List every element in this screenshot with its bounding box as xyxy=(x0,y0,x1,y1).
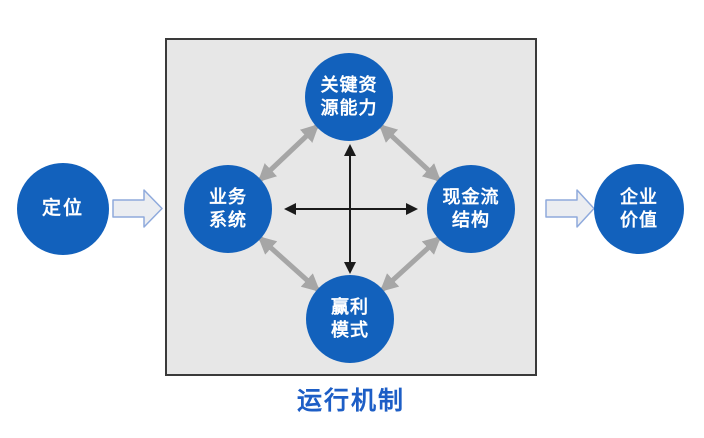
node-profit-model-label-line1: 赢利 xyxy=(331,296,369,317)
node-key-resources: 关键资 源能力 xyxy=(305,53,393,141)
node-positioning: 定位 xyxy=(17,163,109,255)
node-positioning-label: 定位 xyxy=(41,197,84,219)
node-key-resources-label-line1: 关键资 xyxy=(320,74,378,95)
node-enterprise-value: 企业 价值 xyxy=(594,164,684,254)
mechanism-box-title: 运行机制 xyxy=(296,387,405,415)
node-cash-flow-structure: 现金流 结构 xyxy=(427,165,515,253)
node-key-resources-label-line2: 源能力 xyxy=(320,98,378,118)
arrow-profit-model-cash-flow-icon xyxy=(379,235,442,293)
node-profit-model: 赢利 模式 xyxy=(306,275,394,363)
node-business-system: 业务 系统 xyxy=(184,165,272,253)
node-cash-flow-label-line2: 结构 xyxy=(452,210,490,230)
node-profit-model-label-line2: 模式 xyxy=(331,320,369,340)
arrow-key-resources-cash-flow-icon xyxy=(378,123,442,183)
arrow-business-system-key-resources-icon xyxy=(257,123,320,183)
node-enterprise-value-label-line2: 价值 xyxy=(620,210,658,230)
node-cash-flow-label-line1: 现金流 xyxy=(442,186,500,207)
node-business-system-label-line1: 业务 xyxy=(209,186,247,207)
node-business-system-label-line2: 系统 xyxy=(209,210,247,230)
block-arrow-positioning-to-mechanism-icon xyxy=(112,189,163,228)
block-arrow-mechanism-to-value-icon xyxy=(545,189,595,228)
arrow-business-system-profit-model-icon xyxy=(257,235,321,293)
node-enterprise-value-label-line1: 企业 xyxy=(620,186,658,207)
